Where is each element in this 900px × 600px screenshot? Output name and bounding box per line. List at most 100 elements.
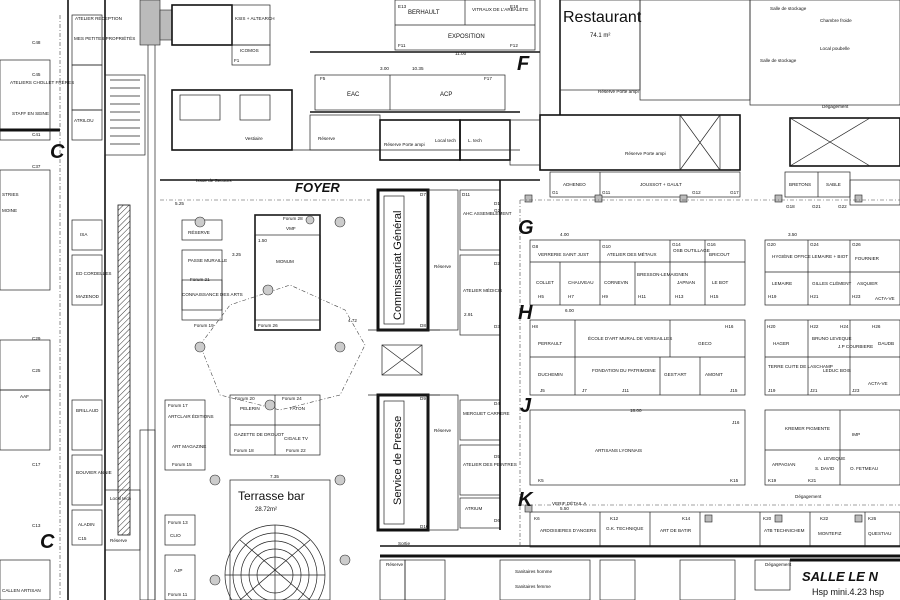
svg-text:DUCHEMIN: DUCHEMIN	[538, 372, 563, 377]
foyer-labels: RÉSERVE Forum 28 VMF MONUM PASSE MURAILL…	[110, 136, 456, 597]
svg-text:Réserve: Réserve	[110, 538, 128, 543]
svg-text:D8: D8	[420, 323, 426, 328]
svg-text:CHAUVEAU: CHAUVEAU	[568, 280, 594, 285]
terrasse-area: 28.72m²	[255, 507, 277, 513]
svg-text:H16: H16	[725, 324, 734, 329]
svg-text:VERRERIE SAINT JUST: VERRERIE SAINT JUST	[538, 252, 589, 257]
svg-text:ISA: ISA	[80, 232, 88, 237]
zone-k: K	[518, 489, 534, 511]
svg-text:CLIO: CLIO	[170, 533, 181, 538]
svg-text:ARTCLAIR ÉDITIONS: ARTCLAIR ÉDITIONS	[168, 413, 214, 419]
svg-text:GECO: GECO	[698, 341, 712, 346]
main-titles: Restaurant 74.1 m² FOYER Terrasse bar 28…	[238, 9, 884, 597]
svg-text:J.P COURBIERE: J.P COURBIERE	[838, 344, 873, 349]
svg-text:ARDOISIERES D'ANGERS: ARDOISIERES D'ANGERS	[540, 528, 596, 533]
stand-grid	[524, 171, 900, 548]
dimension-labels: 3.00 4.00 6.00 11.00 10.35 18.00 3.50 5.…	[175, 51, 797, 511]
svg-text:ALADIN: ALADIN	[78, 522, 95, 527]
svg-text:Forum 26: Forum 26	[258, 323, 278, 328]
svg-text:Local poubelle: Local poubelle	[820, 46, 850, 51]
zone-h: H	[518, 302, 533, 324]
central-offices	[368, 180, 501, 532]
svg-text:O. FETMEAU: O. FETMEAU	[850, 466, 878, 471]
terrasse-title: Terrasse bar	[238, 489, 305, 503]
svg-text:HYGIÈNE OFFICE: HYGIÈNE OFFICE	[772, 253, 811, 259]
svg-text:3.50: 3.50	[788, 232, 797, 237]
svg-text:JOUSSOT + GAULT: JOUSSOT + GAULT	[640, 182, 682, 187]
svg-text:4.72: 4.72	[348, 318, 357, 323]
svg-text:G17: G17	[730, 190, 739, 195]
svg-text:ATELIER DES PEINTRES: ATELIER DES PEINTRES	[463, 462, 517, 467]
svg-text:H5: H5	[538, 294, 544, 299]
svg-text:10.35: 10.35	[412, 66, 424, 71]
svg-text:D10: D10	[420, 524, 429, 529]
svg-text:Salle de stockage: Salle de stockage	[770, 6, 807, 11]
svg-text:Vestiaire: Vestiaire	[245, 136, 263, 141]
svg-text:K5: K5	[538, 478, 544, 483]
svg-text:Réserve: Réserve	[318, 136, 336, 141]
svg-text:ART DE BATIR: ART DE BATIR	[660, 528, 692, 533]
svg-text:G2: G2	[494, 208, 501, 213]
svg-text:J11: J11	[622, 388, 630, 393]
svg-text:G16: G16	[707, 242, 716, 247]
restaurant-area: 74.1 m²	[590, 33, 610, 39]
svg-text:5.50: 5.50	[560, 506, 569, 511]
svg-text:Forum 24: Forum 24	[282, 396, 302, 401]
svg-text:PELERIN: PELERIN	[240, 406, 260, 411]
svg-text:5.25: 5.25	[175, 201, 184, 206]
svg-text:C48: C48	[32, 40, 41, 45]
svg-text:C45: C45	[32, 72, 41, 77]
svg-text:J15: J15	[730, 388, 738, 393]
svg-text:G18: G18	[786, 204, 795, 209]
svg-text:D9: D9	[420, 396, 426, 401]
top-room-labels: ATELIER RÉCEPTION KSIS + ALTEARCH ICOMOS…	[75, 6, 666, 156]
svg-text:3.00: 3.00	[380, 66, 389, 71]
svg-text:Réserve Porte ampi: Réserve Porte ampi	[625, 151, 666, 156]
svg-text:MONUM: MONUM	[276, 259, 294, 264]
svg-text:FATON: FATON	[290, 406, 305, 411]
svg-text:H20: H20	[767, 324, 776, 329]
svg-text:D6: D6	[494, 518, 500, 523]
svg-text:C37: C37	[32, 164, 41, 169]
svg-text:J5: J5	[540, 388, 545, 393]
svg-text:ASQUIER: ASQUIER	[857, 281, 878, 286]
svg-text:G12: G12	[692, 190, 701, 195]
svg-text:3.25: 3.25	[232, 252, 241, 257]
svg-text:Réserve: Réserve	[434, 264, 452, 269]
svg-text:Forum 11: Forum 11	[168, 592, 188, 597]
svg-text:BRILLAUD: BRILLAUD	[76, 408, 99, 413]
svg-text:D2: D2	[494, 261, 500, 266]
svg-text:LE BOT: LE BOT	[712, 280, 729, 285]
svg-text:BRUNO LEVEQUE: BRUNO LEVEQUE	[812, 336, 852, 341]
svg-text:D7: D7	[420, 192, 426, 197]
svg-text:J7: J7	[582, 388, 587, 393]
svg-text:G22: G22	[838, 204, 847, 209]
svg-text:Forum 17: Forum 17	[168, 403, 188, 408]
svg-text:J23: J23	[852, 388, 860, 393]
svg-text:J19: J19	[768, 388, 776, 393]
svg-text:G.K. TECHNIQUE: G.K. TECHNIQUE	[606, 526, 643, 531]
grid-labels: VERRERIE SAINT JUST ATELIER DES MÉTAUX O…	[536, 248, 891, 536]
svg-text:ATB TECHNICHEM: ATB TECHNICHEM	[764, 528, 805, 533]
svg-text:ACTA-VE: ACTA-VE	[868, 381, 888, 386]
svg-text:D3: D3	[494, 324, 500, 329]
svg-text:FONDATION DU PATRIMOINE: FONDATION DU PATRIMOINE	[592, 368, 656, 373]
svg-text:G24: G24	[810, 242, 819, 247]
svg-text:K20: K20	[763, 516, 772, 521]
svg-text:K26: K26	[868, 516, 877, 521]
svg-text:Forum 15: Forum 15	[172, 462, 192, 467]
svg-text:K22: K22	[820, 516, 829, 521]
svg-text:AMONIT: AMONIT	[705, 372, 723, 377]
svg-text:TERRE CUITE DE LASCHAMP: TERRE CUITE DE LASCHAMP	[768, 364, 833, 369]
svg-text:VMF: VMF	[286, 226, 296, 231]
svg-text:ATRIUM: ATRIUM	[465, 506, 482, 511]
svg-text:CIGALE TV: CIGALE TV	[284, 436, 309, 441]
svg-text:Réserve Porte ampi: Réserve Porte ampi	[598, 89, 639, 94]
svg-text:D5: D5	[494, 454, 500, 459]
svg-text:D1: D1	[494, 201, 500, 206]
svg-text:4.00: 4.00	[560, 232, 569, 237]
left-room-labels: MES PETITES PROPRIÉTÉS ATELIERS CHOLLET …	[2, 35, 135, 593]
svg-text:C29: C29	[32, 336, 41, 341]
svg-text:K12: K12	[610, 516, 619, 521]
svg-text:BERHAULT: BERHAULT	[408, 10, 440, 16]
